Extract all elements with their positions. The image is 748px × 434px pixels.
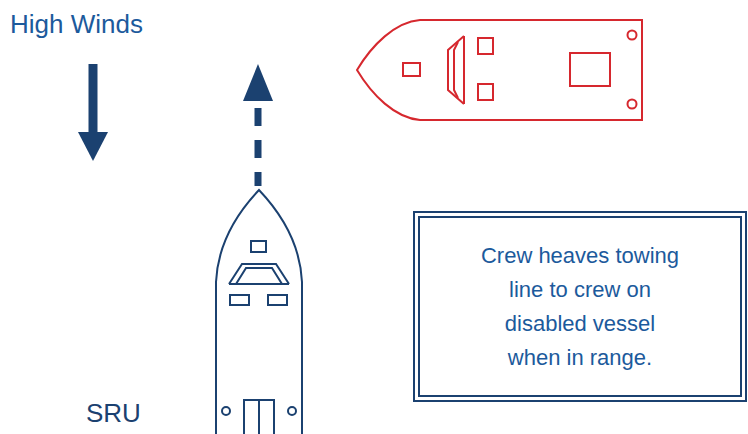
sru-cleat bbox=[288, 407, 296, 415]
note-box: Crew heaves towing line to crew on disab… bbox=[413, 211, 747, 402]
sru-boat bbox=[216, 190, 302, 434]
sru-seat bbox=[268, 295, 287, 305]
vessel-windshield-inner bbox=[454, 42, 458, 98]
sru-hatch bbox=[251, 241, 266, 252]
course-arrow-head bbox=[243, 64, 273, 101]
wind-label: High Winds bbox=[10, 9, 143, 40]
sru-console-line bbox=[229, 283, 289, 285]
course-arrow-shaft bbox=[255, 108, 262, 186]
vessel-console-line bbox=[463, 36, 465, 104]
sru-hull bbox=[216, 190, 302, 434]
wind-arrow-shaft bbox=[89, 64, 98, 134]
vessel-hull bbox=[357, 20, 642, 120]
vessel-seat bbox=[478, 84, 493, 100]
wind-arrow-head bbox=[78, 132, 108, 161]
sru-engine-box bbox=[244, 400, 274, 434]
vessel-engine-box bbox=[570, 53, 610, 86]
vessel-windshield bbox=[448, 36, 464, 104]
sru-windshield bbox=[229, 264, 289, 284]
vessel-cleat bbox=[628, 100, 637, 109]
vessel-hatch bbox=[403, 63, 420, 76]
sru-engine-divider bbox=[258, 400, 260, 434]
vessel-seat bbox=[478, 38, 493, 54]
course-arrow bbox=[243, 64, 273, 186]
wind-arrow bbox=[78, 64, 108, 161]
sru-cleat bbox=[222, 407, 230, 415]
vessel-cleat bbox=[628, 31, 637, 40]
sru-windshield-inner bbox=[236, 268, 282, 284]
sru-seat bbox=[230, 295, 249, 305]
vessel-label: SRU bbox=[86, 398, 141, 429]
note-text: Crew heaves towing line to crew on disab… bbox=[477, 239, 683, 375]
disabled-vessel bbox=[357, 20, 642, 120]
